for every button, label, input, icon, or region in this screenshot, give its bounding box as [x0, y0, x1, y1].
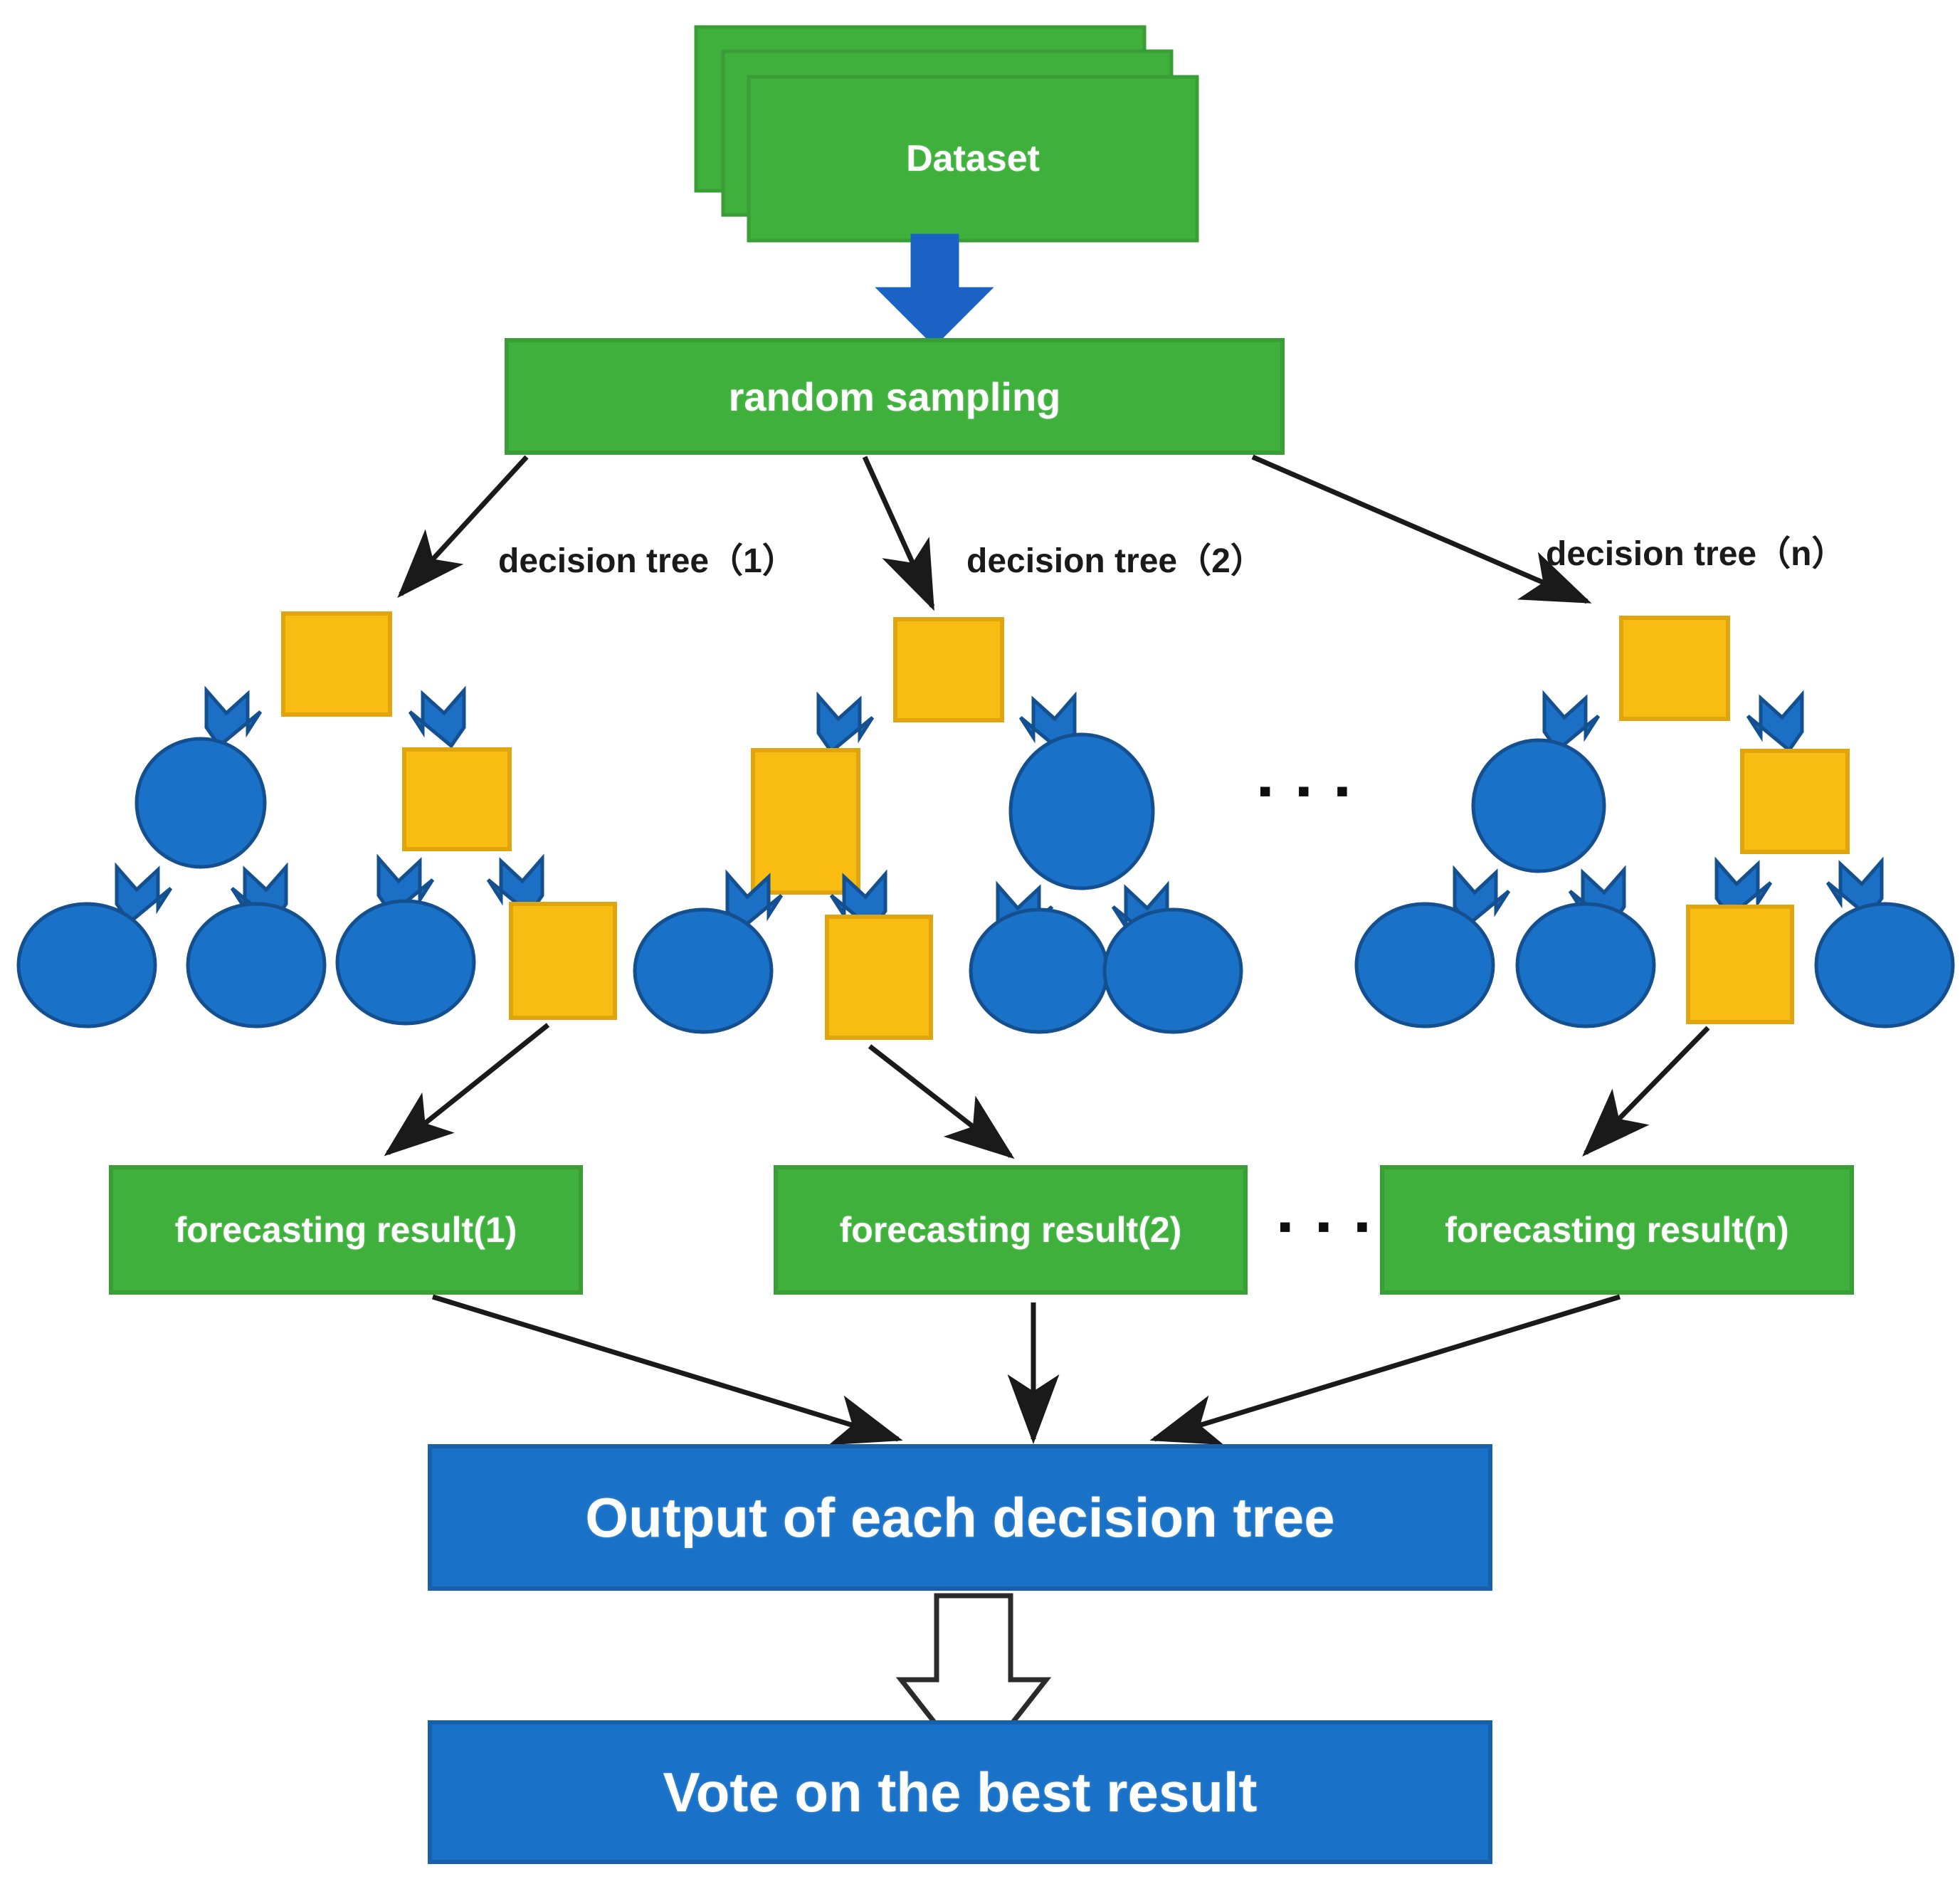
tree-2-root-square	[893, 617, 1004, 722]
forecast-1-label: forecasting result(1)	[174, 1210, 517, 1250]
arrows-forecasts-to-output	[431, 1294, 1621, 1446]
tree-1-leaf-3	[335, 899, 476, 1026]
tree-2-group	[633, 617, 1243, 1040]
arrow-treen-to-forecastn	[1582, 1026, 1710, 1157]
forecast-2-label: forecasting result(2)	[839, 1210, 1182, 1250]
tree-n-leaf-3	[1686, 905, 1794, 1024]
dataset-node	[694, 25, 1199, 243]
tree-1-leaf-1	[16, 902, 157, 1028]
tree-1-node-square	[402, 747, 512, 851]
forecast-n-label: forecasting result(n)	[1445, 1210, 1789, 1250]
random-sampling-node	[505, 338, 1285, 455]
dataset-label: Dataset	[906, 138, 1040, 179]
arrow-tree2-to-forecast2	[868, 1044, 1015, 1159]
tree-1-root-square	[281, 611, 392, 717]
tree-n-root-square	[1619, 616, 1730, 721]
tree-2-leaf-2	[825, 915, 933, 1040]
tree-n-node-square	[1740, 749, 1850, 854]
tree-2-node-ellipse	[1008, 732, 1155, 890]
tree-1-node-ellipse	[135, 737, 267, 869]
output-box-label: Output of each decision tree	[585, 1485, 1335, 1549]
tree-1-group	[16, 611, 617, 1028]
tree-n-leaf-4	[1814, 902, 1955, 1028]
random-sampling-label: random sampling	[728, 374, 1061, 419]
tree-1-leaf-4	[509, 902, 617, 1020]
vote-box-label: Vote on the best result	[663, 1760, 1258, 1823]
forecast-n-box	[1380, 1165, 1854, 1295]
tree-2-leaf-3	[969, 907, 1110, 1034]
forecast-2-box	[774, 1165, 1248, 1295]
tree-2-leaf-1	[633, 907, 774, 1034]
tree-1-leaf-2	[186, 902, 327, 1028]
arrows-sampling-to-trees	[397, 454, 1592, 611]
forecast-1-box	[109, 1165, 583, 1295]
tree-n-node-ellipse	[1471, 738, 1606, 873]
tree-n-group	[1354, 616, 1955, 1028]
tree-n-leaf-1	[1354, 902, 1495, 1028]
vote-box	[428, 1720, 1492, 1864]
tree-2-leaf-4	[1102, 907, 1243, 1034]
arrow-dataset-to-sampling	[875, 233, 994, 347]
tree-n-leaf-2	[1515, 902, 1656, 1028]
output-box	[428, 1444, 1492, 1591]
tree-2-node-square	[751, 748, 860, 895]
arrow-tree1-to-forecast1	[384, 1023, 550, 1157]
